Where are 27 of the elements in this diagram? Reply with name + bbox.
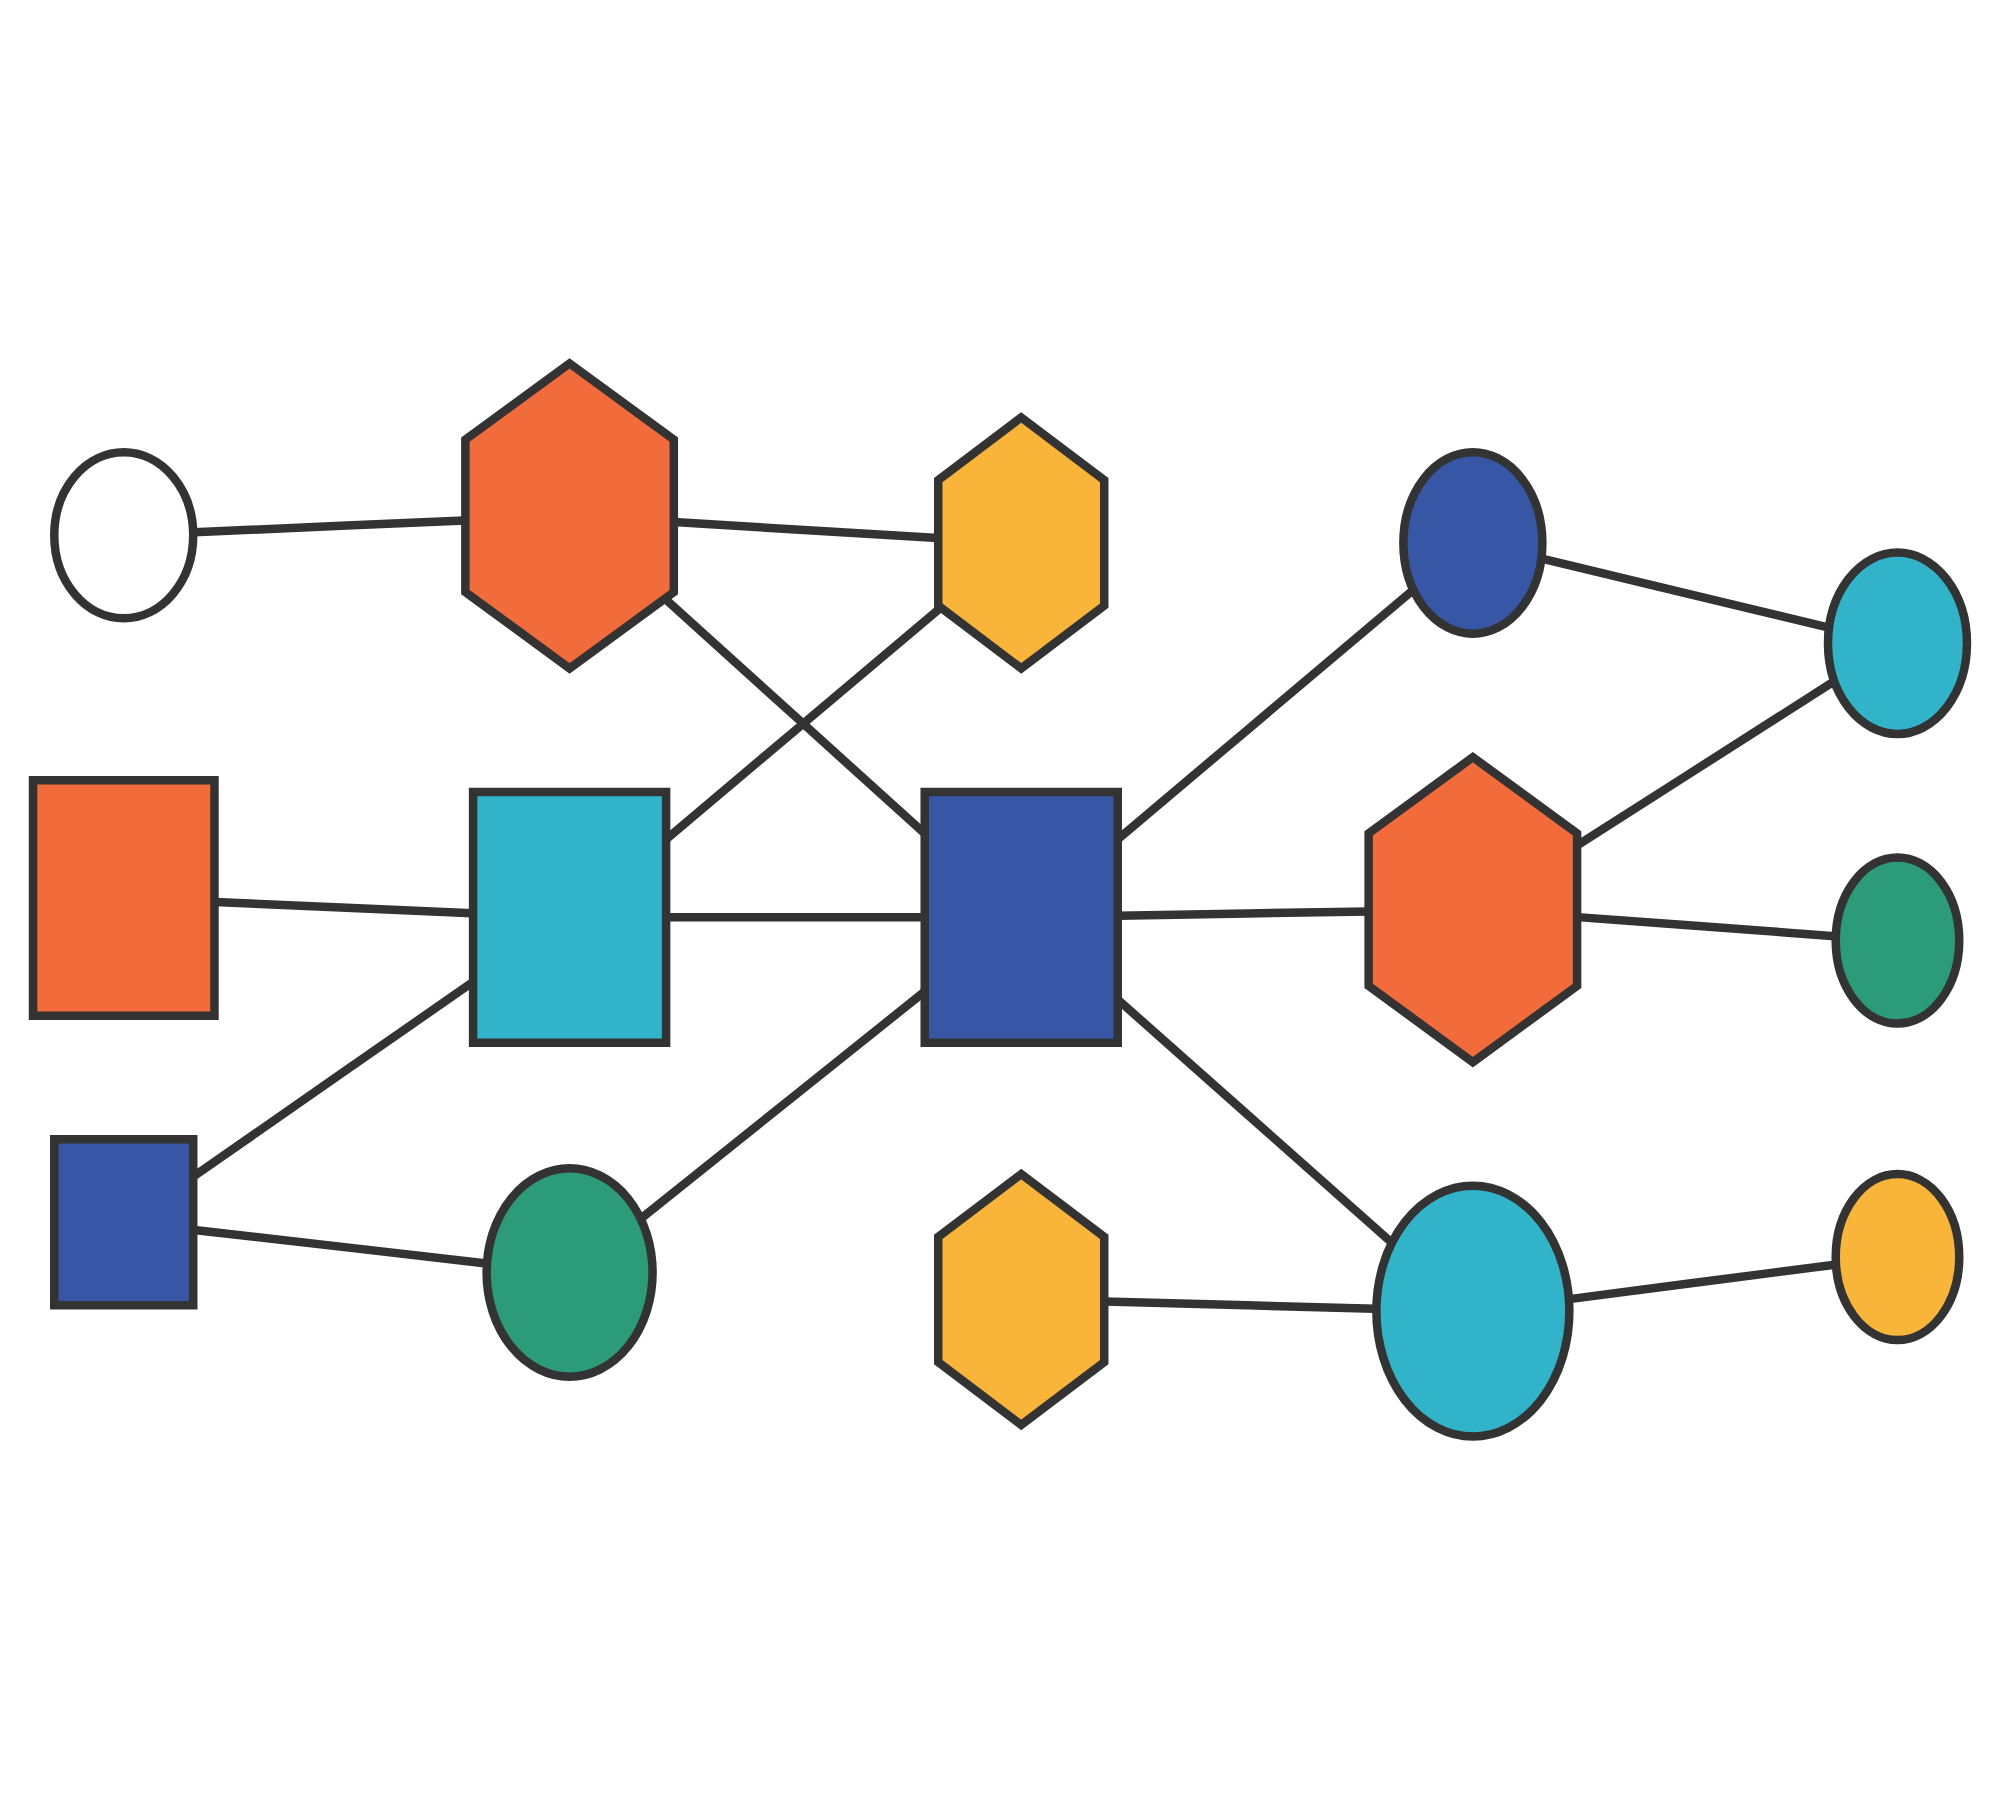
- connector: [215, 897, 473, 918]
- node-circle: [1372, 1181, 1574, 1441]
- connector: [1577, 912, 1836, 941]
- node-box: [468, 787, 671, 1048]
- node-circle: [50, 447, 198, 623]
- node-box: [50, 1135, 198, 1310]
- node-hexagon: [1364, 751, 1582, 1068]
- connector: [673, 517, 938, 543]
- node-hexagon: [934, 412, 1109, 674]
- node-circle: [1831, 853, 1964, 1028]
- connector: [1118, 907, 1369, 920]
- node-hexagon: [934, 1168, 1109, 1431]
- connector: [191, 978, 475, 1180]
- connector: [193, 516, 465, 537]
- node-box: [920, 787, 1122, 1048]
- node-circle: [1831, 1169, 1964, 1345]
- node-circle: [482, 1164, 657, 1381]
- node-circle: [1823, 548, 1972, 739]
- node-box: [28, 776, 219, 1021]
- connector: [1575, 678, 1836, 849]
- connector: [1568, 1260, 1836, 1304]
- node-hexagon: [461, 358, 679, 674]
- node-circle: [1399, 447, 1547, 638]
- connector: [1540, 554, 1830, 632]
- connector: [193, 1225, 488, 1268]
- connector: [1104, 1297, 1376, 1313]
- connector: [666, 913, 925, 922]
